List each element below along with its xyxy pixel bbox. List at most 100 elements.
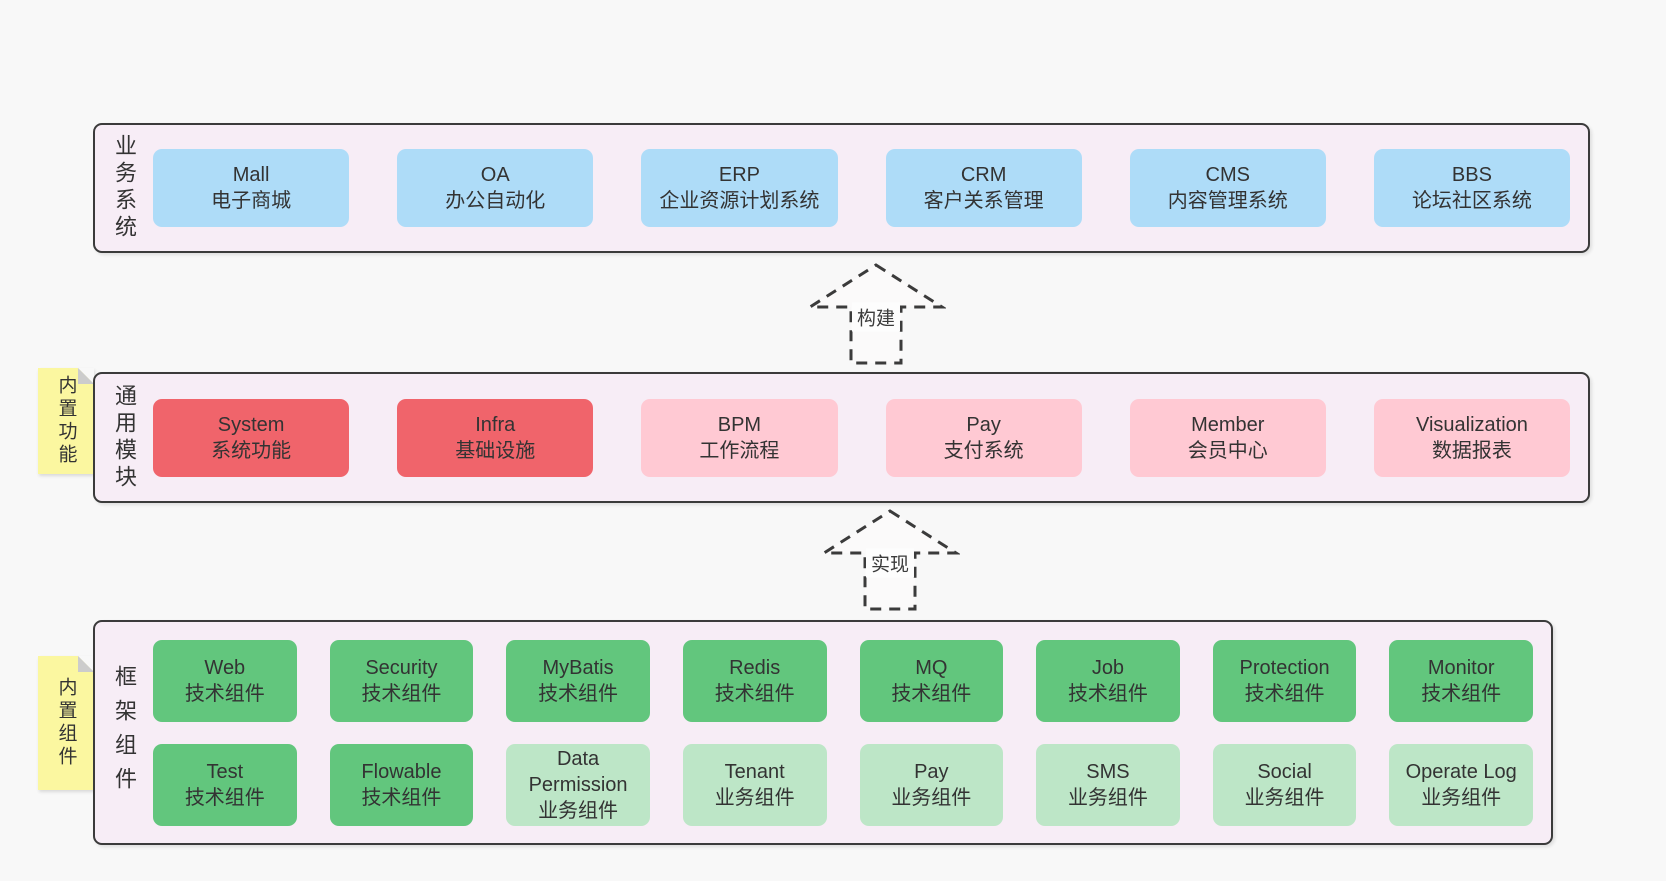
sticky-note-built-in-features: 内置功能 [38,368,94,474]
framework-components-grid: Web 技术组件 Security 技术组件 MyBatis 技术组件 Redi… [153,622,1551,843]
box-name: SMS [1086,760,1130,783]
box-desc: 业务组件 [1067,786,1148,809]
box-desc: 技术组件 [1244,682,1325,705]
box-bbs: BBS 论坛社区系统 [1373,149,1571,227]
box-desc: 办公自动化 [445,190,546,212]
box-web: Web 技术组件 [153,639,297,722]
box-desc: 业务组件 [538,799,619,822]
box-sms: SMS 业务组件 [1036,743,1180,826]
layer-title-common-modules: 通用模块 [95,374,153,501]
box-mall: Mall 电子商城 [153,149,350,227]
box-name: Pay [914,760,949,783]
sticky-note-label: 内置组件 [55,677,77,769]
box-name: Operate Log [1405,760,1517,783]
box-job: Job 技术组件 [1036,639,1180,722]
box-desc: 技术组件 [361,786,442,809]
box-pay-component: Pay 业务组件 [859,743,1004,826]
box-system: System 系统功能 [153,398,350,477]
box-desc: 技术组件 [891,682,972,705]
box-name: Web [204,656,246,679]
box-name: Redis [729,656,781,679]
box-desc: 技术组件 [714,682,795,705]
box-desc: 业务组件 [1421,786,1502,809]
box-tenant: Tenant 业务组件 [682,743,827,826]
layer-title-text: 业务系统 [112,134,137,242]
box-name: Infra [475,413,516,436]
box-desc: 数据报表 [1431,439,1512,462]
box-name: Flowable [361,760,442,783]
business-systems-row: Mall 电子商城 OA 办公自动化 ERP 企业资源计划系统 CRM 客户关系… [153,125,1588,251]
box-desc: 电子商城 [211,190,292,212]
layer-title-business-systems: 业务系统 [95,125,153,251]
box-name: Tenant [724,760,785,783]
layer-common-modules: 通用模块 System 系统功能 Infra 基础设施 BPM 工作流程 Pay… [93,372,1590,503]
box-protection: Protection 技术组件 [1212,639,1357,722]
box-data-permission: Data Permission 业务组件 [506,743,650,826]
sticky-note-label: 内置功能 [55,375,77,467]
box-cms: CMS 内容管理系统 [1129,149,1326,227]
box-desc: 系统功能 [211,439,292,462]
layer-title-framework-components: 框架组件 [95,622,153,843]
box-security: Security 技术组件 [329,639,474,722]
box-bpm: BPM 工作流程 [641,398,838,477]
box-name: Member [1191,413,1265,436]
box-desc: 业务组件 [714,786,795,809]
arrow-label-build: 构建 [851,302,901,332]
box-name: Security [365,656,438,679]
common-modules-row: System 系统功能 Infra 基础设施 BPM 工作流程 Pay 支付系统… [153,374,1588,501]
layer-title-text: 框架组件 [112,664,137,801]
box-mq: MQ 技术组件 [859,639,1004,722]
box-name: MyBatis [542,656,614,679]
box-oa: OA 办公自动化 [397,149,594,227]
box-name: CRM [960,164,1007,186]
box-social: Social 业务组件 [1212,743,1357,826]
box-pay-module: Pay 支付系统 [885,398,1082,477]
box-crm: CRM 客户关系管理 [885,149,1082,227]
box-name: MQ [915,656,948,679]
layer-title-text: 通用模块 [112,383,137,492]
box-desc: 基础设施 [455,439,536,462]
box-name: Mall [232,164,270,186]
box-desc: 技术组件 [184,786,265,809]
box-desc: 论坛社区系统 [1411,190,1532,212]
box-name: ERP [718,164,760,186]
arrow-label-implement: 实现 [865,548,915,578]
box-flowable: Flowable 技术组件 [329,743,474,826]
box-redis: Redis 技术组件 [682,639,827,722]
box-mybatis: MyBatis 技术组件 [506,639,650,722]
box-operate-log: Operate Log 业务组件 [1389,743,1533,826]
box-desc: 技术组件 [1067,682,1148,705]
box-name: Social [1257,760,1312,783]
box-member: Member 会员中心 [1129,398,1326,477]
box-name: CMS [1205,164,1250,186]
box-name: Data Permission [528,747,628,796]
box-name: Visualization [1415,413,1528,436]
box-desc: 技术组件 [1421,682,1502,705]
box-name: Protection [1239,656,1330,679]
box-name: OA [480,164,510,186]
box-desc: 企业资源计划系统 [659,190,820,212]
layer-framework-components: 框架组件 Web 技术组件 Security 技术组件 MyBatis 技术组件… [93,620,1553,845]
box-desc: 会员中心 [1187,439,1268,462]
box-erp: ERP 企业资源计划系统 [641,149,838,227]
box-name: System [217,413,285,436]
box-name: Test [206,760,244,783]
box-name: BBS [1451,164,1492,186]
box-name: Job [1091,656,1125,679]
box-monitor: Monitor 技术组件 [1389,639,1533,722]
box-visualization: Visualization 数据报表 [1373,398,1571,477]
sticky-note-built-in-components: 内置组件 [38,656,94,790]
box-name: Pay [966,413,1001,436]
box-desc: 支付系统 [943,439,1024,462]
box-desc: 业务组件 [1244,786,1325,809]
box-desc: 客户关系管理 [923,190,1044,212]
box-desc: 内容管理系统 [1167,190,1288,212]
box-name: BPM [717,413,762,436]
layer-business-systems: 业务系统 Mall 电子商城 OA 办公自动化 ERP 企业资源计划系统 CRM… [93,123,1590,253]
box-name: Monitor [1427,656,1495,679]
box-desc: 技术组件 [184,682,265,705]
box-desc: 工作流程 [699,439,780,462]
box-test: Test 技术组件 [153,743,297,826]
box-desc: 技术组件 [538,682,619,705]
box-infra: Infra 基础设施 [397,398,594,477]
